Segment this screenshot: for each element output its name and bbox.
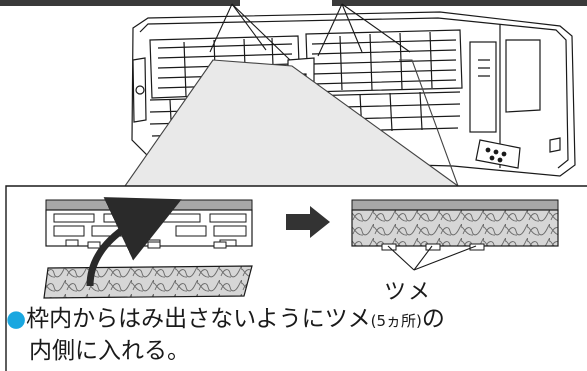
insert-arrow: [86, 197, 182, 287]
top-caption-bar-right: [332, 0, 587, 6]
step-arrow: [286, 206, 330, 238]
bullet-icon: ●: [6, 306, 27, 332]
claw-callout-lines: [387, 245, 477, 271]
filter-sheet: [43, 265, 253, 299]
claw-label: ツメ: [384, 280, 433, 305]
instruction-text-b: の: [421, 306, 445, 332]
filter-frame-before: [45, 199, 253, 249]
instruction-text: ●枠内からはみ出さないようにツメ(5ヵ所)の 内側に入れる。: [6, 304, 576, 366]
filter-frame-after: [351, 199, 559, 251]
instruction-paren: (5ヵ所): [370, 312, 422, 330]
callout-lines-top: [209, 3, 411, 61]
zoom-funnel-right-edge: [399, 59, 459, 187]
instruction-line-2: 内側に入れる。: [29, 338, 190, 364]
instruction-text-a: 枠内からはみ出さないようにツメ: [26, 306, 371, 332]
instruction-line-1: ●枠内からはみ出さないようにツメ(5ヵ所)の: [6, 304, 576, 336]
top-caption-bar-left: [0, 0, 240, 6]
callout-box: [5, 185, 587, 371]
